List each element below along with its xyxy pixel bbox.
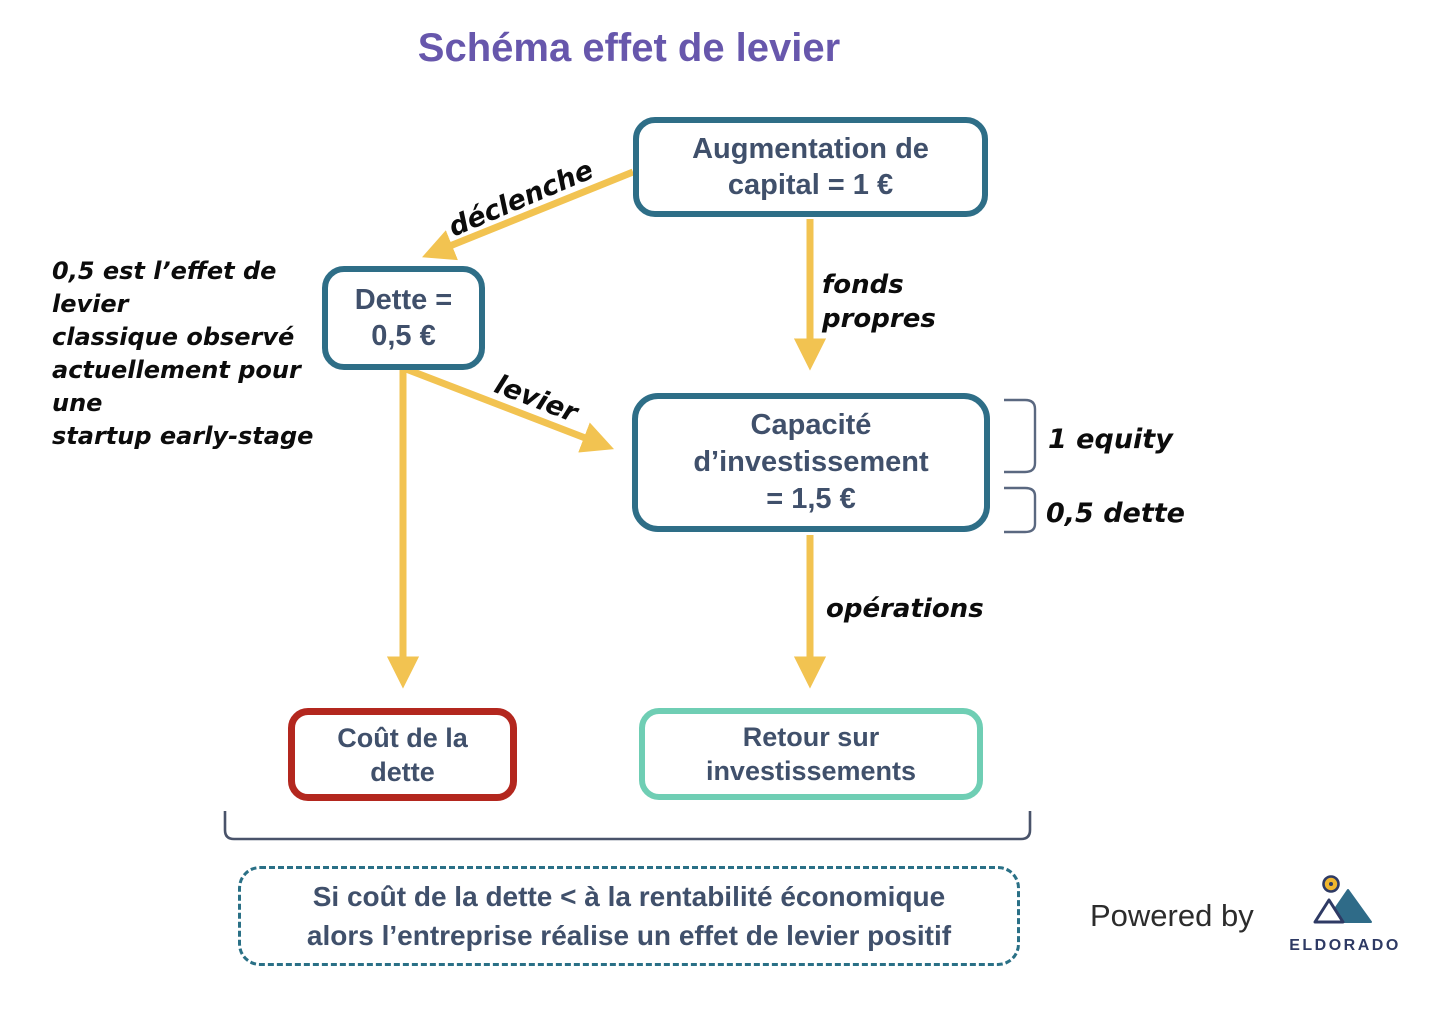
leverage-note: 0,5 est l’effet de levier classique obse… xyxy=(52,257,314,450)
node-dette: Dette = 0,5 € xyxy=(322,266,485,370)
conclusion-box: Si coût de la dette < à la rentabilité é… xyxy=(238,866,1020,966)
logo-sun-dot-icon xyxy=(1329,882,1333,886)
bracket-label-dette: 0,5 dette xyxy=(1046,498,1185,529)
arrow-label-fonds-propres: fonds propres xyxy=(822,270,936,334)
node-retour-investissements: Retour sur investissements xyxy=(639,708,983,800)
node-augmentation-capital: Augmentation de capital = 1 € xyxy=(633,117,988,217)
logo-small-mountain-icon xyxy=(1313,898,1345,924)
bracket-label-equity: 1 equity xyxy=(1048,424,1173,455)
bracket-dette xyxy=(1004,486,1037,534)
node-cout-dette: Coût de la dette xyxy=(288,708,517,801)
arrow-label-operations: opérations xyxy=(826,594,984,624)
eldorado-logo: ELDORADO xyxy=(1289,875,1401,954)
bracket-bottom xyxy=(223,811,1032,841)
arrow-label-declenche: déclenche xyxy=(444,154,598,244)
node-capacite-investissement: Capacité d’investissement = 1,5 € xyxy=(632,393,990,532)
powered-by-text: Powered by xyxy=(1090,898,1254,933)
logo-wordmark: ELDORADO xyxy=(1289,937,1401,954)
bracket-equity xyxy=(1004,398,1037,474)
page-title: Schéma effet de levier xyxy=(417,26,841,70)
arrow-label-levier: levier xyxy=(490,369,582,429)
